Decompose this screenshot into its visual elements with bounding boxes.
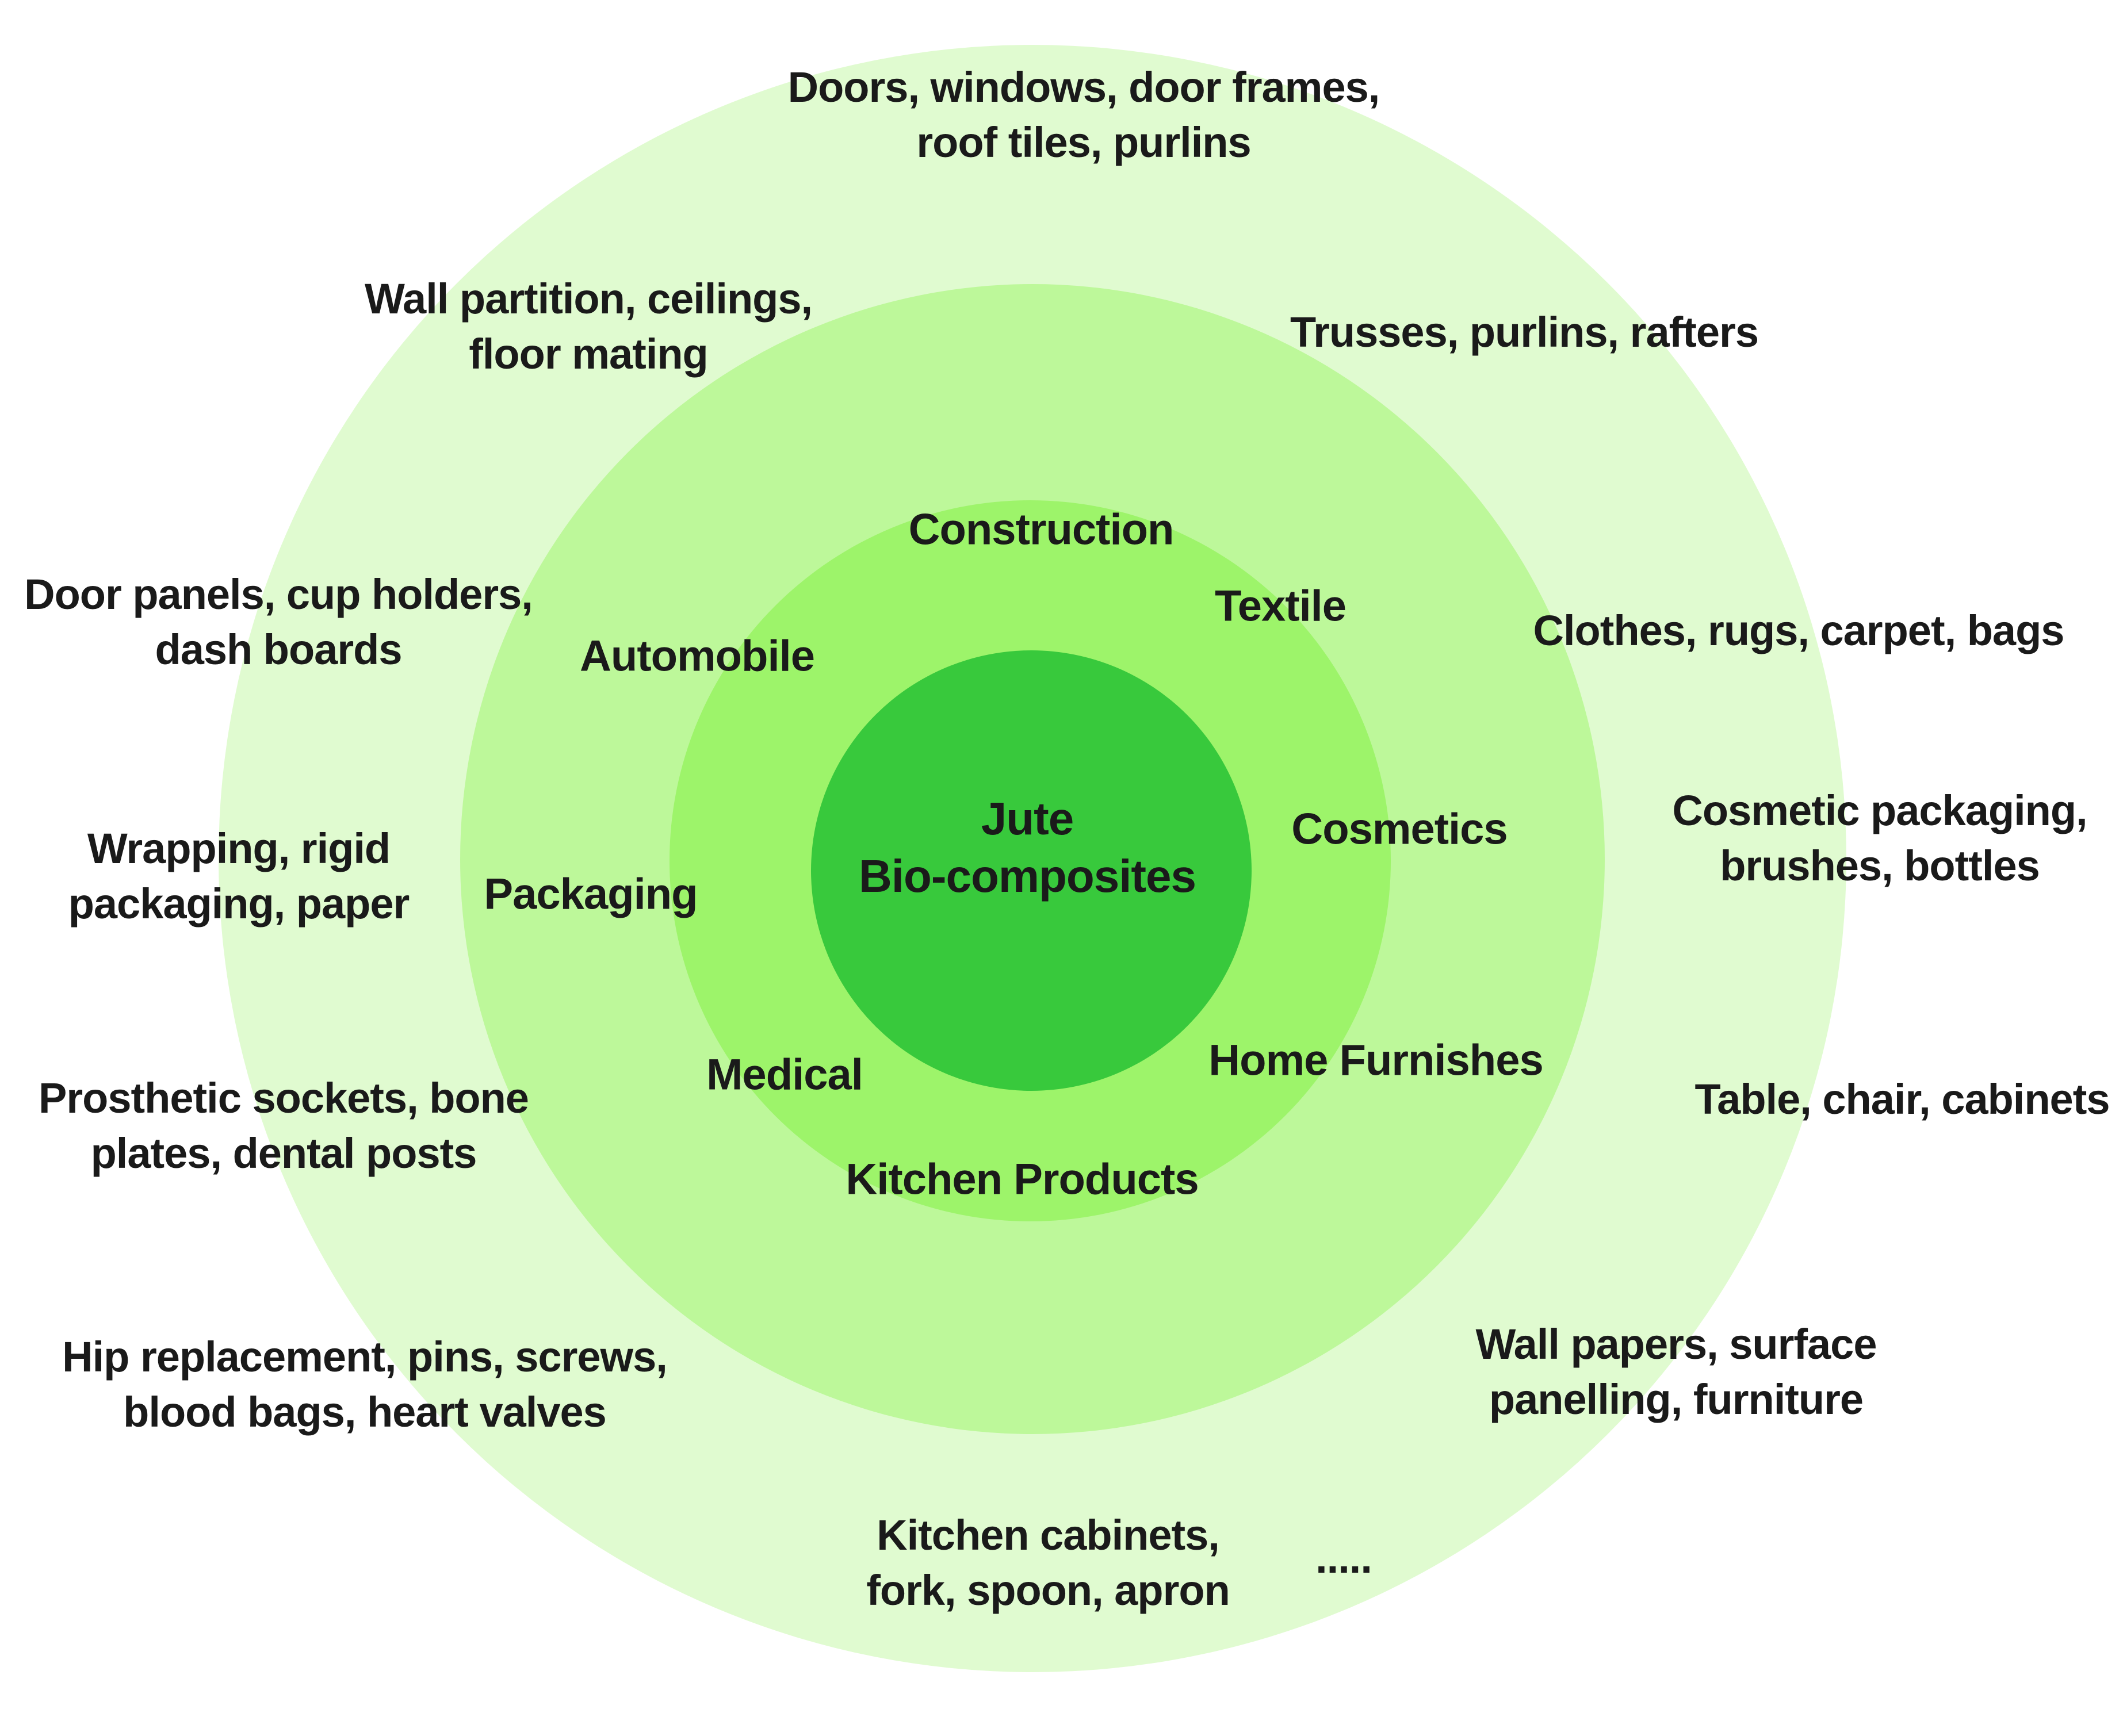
application-label-cosmetics: Cosmetic packaging, brushes, bottles <box>1672 783 2087 894</box>
application-line: Wrapping, rigid <box>87 824 391 872</box>
core-circle <box>811 650 1252 1091</box>
application-line: dash boards <box>155 626 403 673</box>
application-label-automobile: Door panels, cup holders, dash boards <box>24 567 533 677</box>
application-line: Door panels, cup holders, <box>24 570 533 618</box>
application-line: roof tiles, purlins <box>916 118 1251 166</box>
sector-label-kitchen-products: Kitchen Products <box>846 1155 1199 1204</box>
application-line: floor mating <box>469 330 709 378</box>
sector-label-automobile: Automobile <box>580 631 815 681</box>
application-line: blood bags, heart valves <box>123 1388 607 1436</box>
application-line: Prosthetic sockets, bone <box>39 1074 529 1122</box>
application-line: plates, dental posts <box>90 1129 477 1177</box>
application-line: Kitchen cabinets, <box>877 1511 1220 1559</box>
sector-label-construction: Construction <box>908 505 1175 554</box>
application-line: Wall partition, ceilings, <box>364 274 813 323</box>
center-label: Jute Bio-composites <box>859 790 1196 905</box>
application-label-furniture: Table, chair, cabinets <box>1694 1072 2110 1127</box>
application-line: Hip replacement, pins, screws, <box>62 1332 668 1381</box>
application-line: Table, chair, cabinets <box>1694 1075 2110 1123</box>
application-line: fork, spoon, apron <box>866 1566 1230 1614</box>
sector-label-home-furnishes: Home Furnishes <box>1208 1036 1543 1085</box>
application-line: Cosmetic packaging, <box>1672 786 2087 834</box>
application-line: Doors, windows, door frames, <box>787 63 1380 111</box>
application-label-textile: Clothes, rugs, carpet, bags <box>1533 603 2065 658</box>
application-label-home-furnishes: Wall papers, surface panelling, furnitur… <box>1476 1317 1877 1427</box>
application-label-construction-top: Doors, windows, door frames, roof tiles,… <box>788 60 1380 170</box>
application-line: Trusses, purlins, rafters <box>1290 308 1759 356</box>
application-line: packaging, paper <box>68 880 410 928</box>
sector-label-textile: Textile <box>1214 581 1347 631</box>
application-label-construction-right: Trusses, purlins, rafters <box>1290 305 1759 360</box>
application-label-medical-implants: Hip replacement, pins, screws, blood bag… <box>62 1329 668 1440</box>
application-line: brushes, bottles <box>1720 842 2040 890</box>
application-line: ..... <box>1315 1534 1372 1582</box>
application-line: panelling, furniture <box>1489 1375 1864 1423</box>
application-label-kitchen: Kitchen cabinets, fork, spoon, apron <box>866 1508 1230 1618</box>
center-label-line: Jute <box>981 793 1074 844</box>
sector-label-medical: Medical <box>706 1050 863 1099</box>
sector-label-cosmetics: Cosmetics <box>1291 804 1508 854</box>
application-label-interiors: Wall partition, ceilings, floor mating <box>364 271 813 382</box>
sector-label-packaging: Packaging <box>484 869 698 919</box>
application-label-packaging: Wrapping, rigid packaging, paper <box>68 821 410 932</box>
application-line: Wall papers, surface <box>1475 1320 1877 1368</box>
center-label-line: Bio-composites <box>858 850 1196 902</box>
application-label-more: ..... <box>1315 1531 1372 1586</box>
application-label-prosthetics: Prosthetic sockets, bone plates, dental … <box>39 1071 529 1181</box>
application-line: Clothes, rugs, carpet, bags <box>1533 606 2065 654</box>
